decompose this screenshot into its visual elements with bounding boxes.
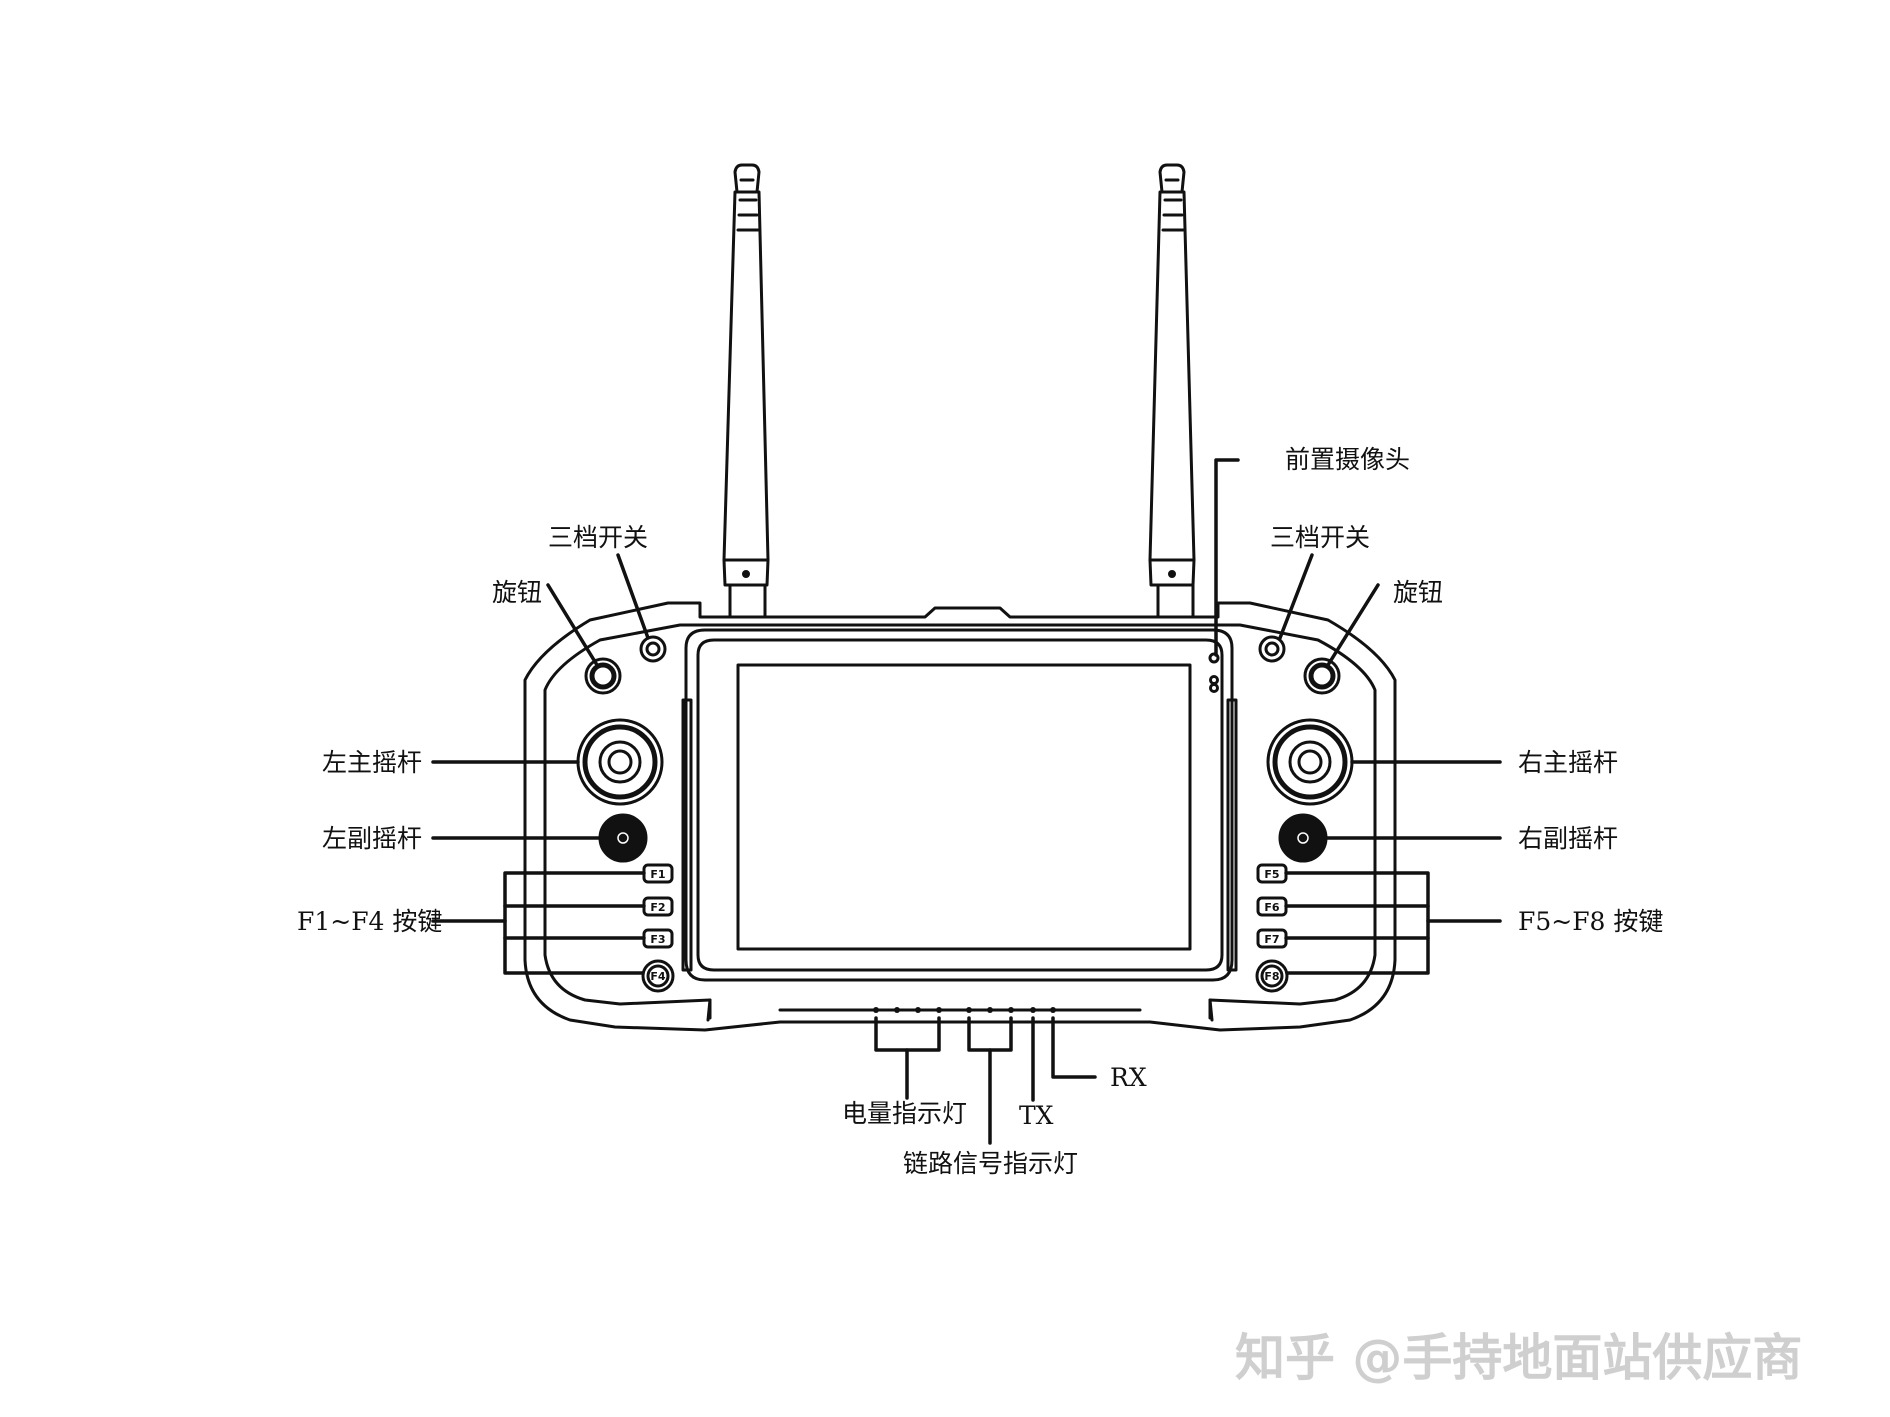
f4-key[interactable] xyxy=(641,959,675,993)
front-camera-dot-1 xyxy=(1208,652,1220,664)
left-knob[interactable] xyxy=(584,657,622,695)
right-main-stick-label: 右主摇杆 xyxy=(1518,748,1618,777)
f4-key-label: F4 xyxy=(650,970,666,983)
f6-key-label: F6 xyxy=(1264,901,1280,914)
controller-body xyxy=(523,601,1397,1032)
left-main-stick-label: 左主摇杆 xyxy=(322,748,422,777)
left-function-keys xyxy=(641,863,675,993)
tx-label: TX xyxy=(1019,1101,1054,1130)
left-sub-stick-label: 左副摇杆 xyxy=(322,824,422,853)
right-three-position-switch[interactable] xyxy=(1258,635,1286,663)
right-sub-stick[interactable] xyxy=(1278,813,1328,863)
f2-key-label: F2 xyxy=(650,901,665,914)
knob-left-label: 旋钮 xyxy=(492,578,542,607)
f3-key-label: F3 xyxy=(650,933,665,946)
knob-right-label: 旋钮 xyxy=(1393,578,1443,607)
power-indicator-label: 电量指示灯 xyxy=(842,1099,967,1128)
three-switch-right-label: 三档开关 xyxy=(1270,523,1370,552)
right-knob[interactable] xyxy=(1303,657,1341,695)
f8-key[interactable] xyxy=(1255,959,1289,993)
left-antenna xyxy=(722,163,770,619)
f1-key-label: F1 xyxy=(650,868,665,881)
front-camera-dot-2 xyxy=(1209,675,1219,685)
f5-key-label: F5 xyxy=(1264,868,1279,881)
left-main-stick[interactable] xyxy=(576,718,664,806)
screen-bezel xyxy=(684,628,1234,982)
rx-label: RX xyxy=(1110,1063,1147,1092)
controller-inner-contour xyxy=(543,623,1377,1022)
right-main-stick[interactable] xyxy=(1266,718,1354,806)
right-sub-stick-label: 右副摇杆 xyxy=(1518,824,1618,853)
front-camera-label: 前置摄像头 xyxy=(1285,445,1410,474)
left-sub-stick[interactable] xyxy=(598,813,648,863)
keys-right-label: F5~F8 按键 xyxy=(1518,907,1663,936)
left-three-position-switch[interactable] xyxy=(639,635,667,663)
indicator-leds xyxy=(873,1007,1056,1013)
leader-lines xyxy=(431,458,1502,1145)
keys-left-label: F1~F4 按键 xyxy=(297,907,442,936)
link-indicator-label: 链路信号指示灯 xyxy=(903,1149,1078,1178)
f7-key-label: F7 xyxy=(1264,933,1279,946)
watermark: 知乎 @手持地面站供应商 xyxy=(1235,1329,1802,1387)
f8-key-label: F8 xyxy=(1264,970,1279,983)
right-antenna xyxy=(1148,163,1196,619)
three-switch-left-label: 三档开关 xyxy=(548,523,648,552)
display-screen xyxy=(736,663,1192,951)
